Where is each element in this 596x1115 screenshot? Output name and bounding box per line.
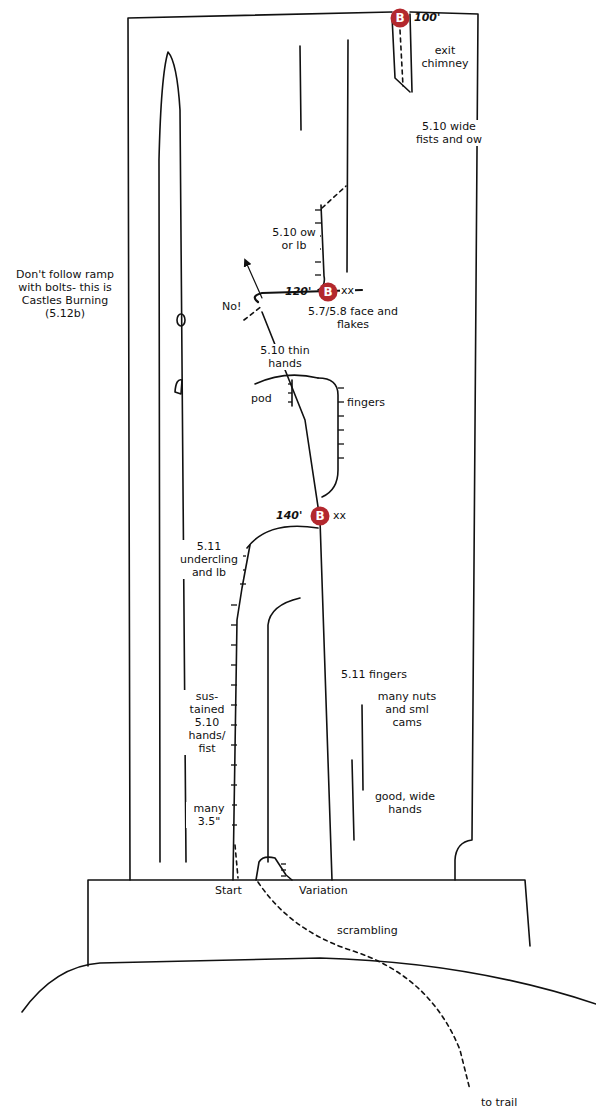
belay-letter: B [310,506,330,526]
crack-tick [231,624,237,625]
crack-tick [231,784,237,785]
start-label: Start [214,884,243,897]
bump [256,857,292,880]
crack-tick [315,261,321,262]
bolt-mark: xx [332,509,347,522]
arch [247,526,318,548]
crack-tick [315,274,321,275]
crack-tick [338,429,344,430]
crack [362,705,363,790]
crack-tick [281,869,286,870]
grade-note: 5.7/5.8 face and flakes [300,305,406,331]
route-dash [400,30,403,86]
grade-note: 5.10 ow or lb [268,226,320,252]
grade-note: 5.10 thin hands [252,344,318,370]
grade-note: 5.11 undercling and lb [175,540,243,579]
crack-tick [338,401,344,402]
crack [352,760,354,840]
start-label: Variation [298,884,349,897]
grade-note: sus- tained 5.10 hands/ fist [183,690,231,755]
belay-circle [319,283,338,302]
gear-note: many nuts and sml cams [368,690,446,729]
height-mark: 100' [413,11,441,24]
approach-dash [258,882,470,1090]
route-dash [244,306,262,320]
belay-circle [311,507,330,526]
crack-tick [288,401,292,402]
grade-note: 5.11 fingers [340,668,408,681]
crack-tick [231,684,237,685]
crack-tick [231,604,237,605]
belay-marker: B [310,506,330,526]
crack-tick [338,387,344,388]
crack-tick [338,415,344,416]
approach-note: scrambling [336,924,399,937]
arch [255,375,318,384]
crack [347,40,348,272]
bolt [175,380,182,394]
crack-tick [231,644,237,645]
flake [159,52,186,862]
belay-letter: B [390,8,410,28]
crack-tick [240,583,246,584]
height-mark: 120' [284,285,312,298]
crack-tick [231,744,237,745]
pillar-edge [268,598,300,862]
belay-marker: B [318,282,338,302]
route-dash [235,845,238,878]
crack-tick [231,664,237,665]
belay-marker: B [390,8,410,28]
height-mark: 140' [275,509,303,522]
crack-tick [231,724,237,725]
feature-note: pod [250,392,273,405]
crack-tick [231,704,237,705]
crack-tick [281,863,286,864]
crack [233,545,250,880]
crack-tick [315,222,321,223]
warning-note: Don't follow ramp with bolts- this is Ca… [12,268,118,320]
grade-note: 5.10 wide fists and ow [410,120,488,146]
crack-tick [231,764,237,765]
crack [300,46,301,130]
gear-note: many 3.5" [186,802,232,828]
ground [22,958,596,1012]
crack [410,14,412,92]
crack-tick [288,392,292,393]
ledge [88,880,530,966]
warning-note: No! [221,300,242,313]
crack-tick [338,443,344,444]
flake [318,378,338,497]
belay-circle [391,9,410,28]
route-dash [322,186,346,208]
tower-outline [128,12,392,880]
warning-arrow [246,262,262,298]
grade-note: fingers [346,396,386,409]
route-note: exit chimney [416,44,474,70]
bolt-mark: xx [340,284,355,297]
crack-tick [315,209,321,210]
crack-tick [288,383,292,384]
approach-note: to trail [480,1096,518,1109]
crack-tick [338,457,344,458]
grade-note: good, wide hands [368,790,442,816]
bolt [177,314,185,326]
crack-tick [281,875,286,876]
belay-letter: B [318,282,338,302]
